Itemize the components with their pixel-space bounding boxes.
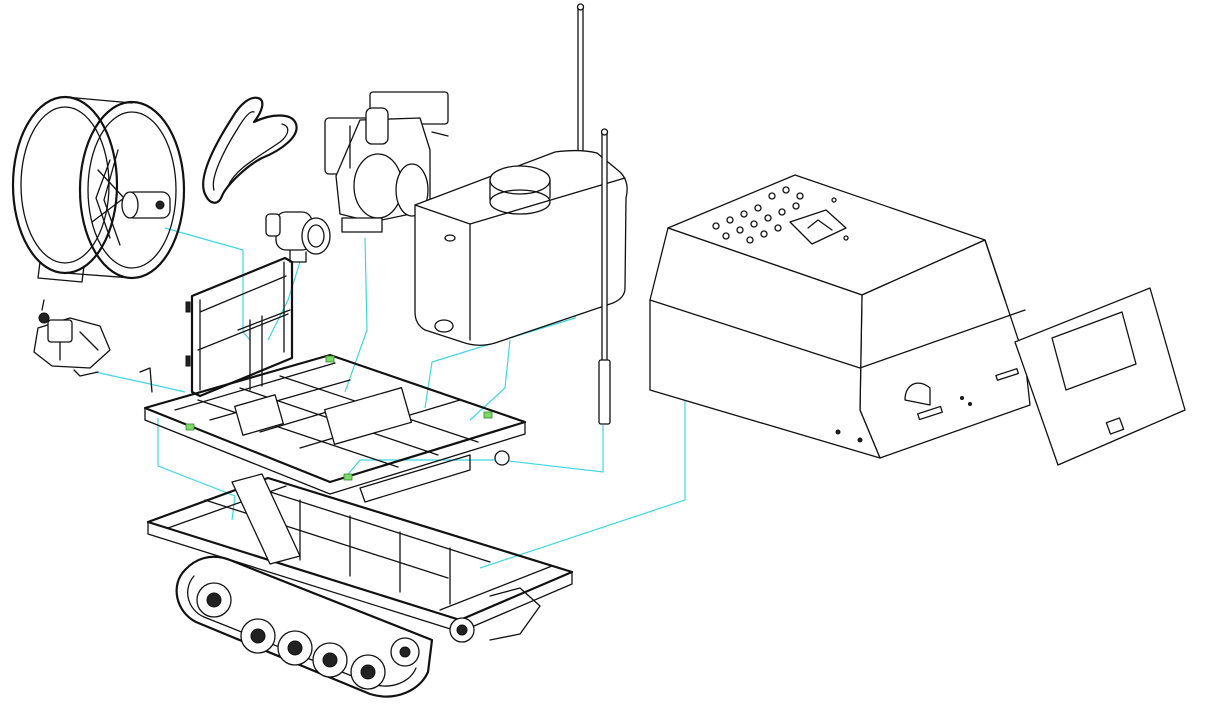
main-flat-frame: [139, 353, 527, 503]
leader-cover-to-chassis: [479, 395, 686, 569]
electric-motor: [265, 211, 331, 263]
vertical-rack-frame: [185, 256, 294, 398]
leader-motor-to-frame: [267, 261, 301, 341]
antenna-tall: [576, 3, 585, 171]
leader-tank-to-frame-b: [469, 339, 511, 421]
antenna-short: [598, 128, 611, 425]
chemical-tank: [414, 149, 628, 346]
protective-cover-housing: [649, 174, 1031, 459]
drive-belt: [202, 96, 298, 204]
spray-pump-unit: [33, 299, 111, 377]
axial-fan: [11, 95, 186, 283]
tracked-chassis: [146, 473, 574, 698]
leader-frame-to-chassis: [157, 418, 236, 521]
leader-pump-unit-to-frame: [94, 371, 186, 393]
access-panel: [1014, 287, 1186, 466]
leader-pump-to-frame: [344, 237, 368, 393]
leader-antenna-to-frame: [344, 425, 604, 479]
leader-fan-to-frame: [164, 227, 251, 341]
engine-pump-assembly: [324, 91, 449, 233]
